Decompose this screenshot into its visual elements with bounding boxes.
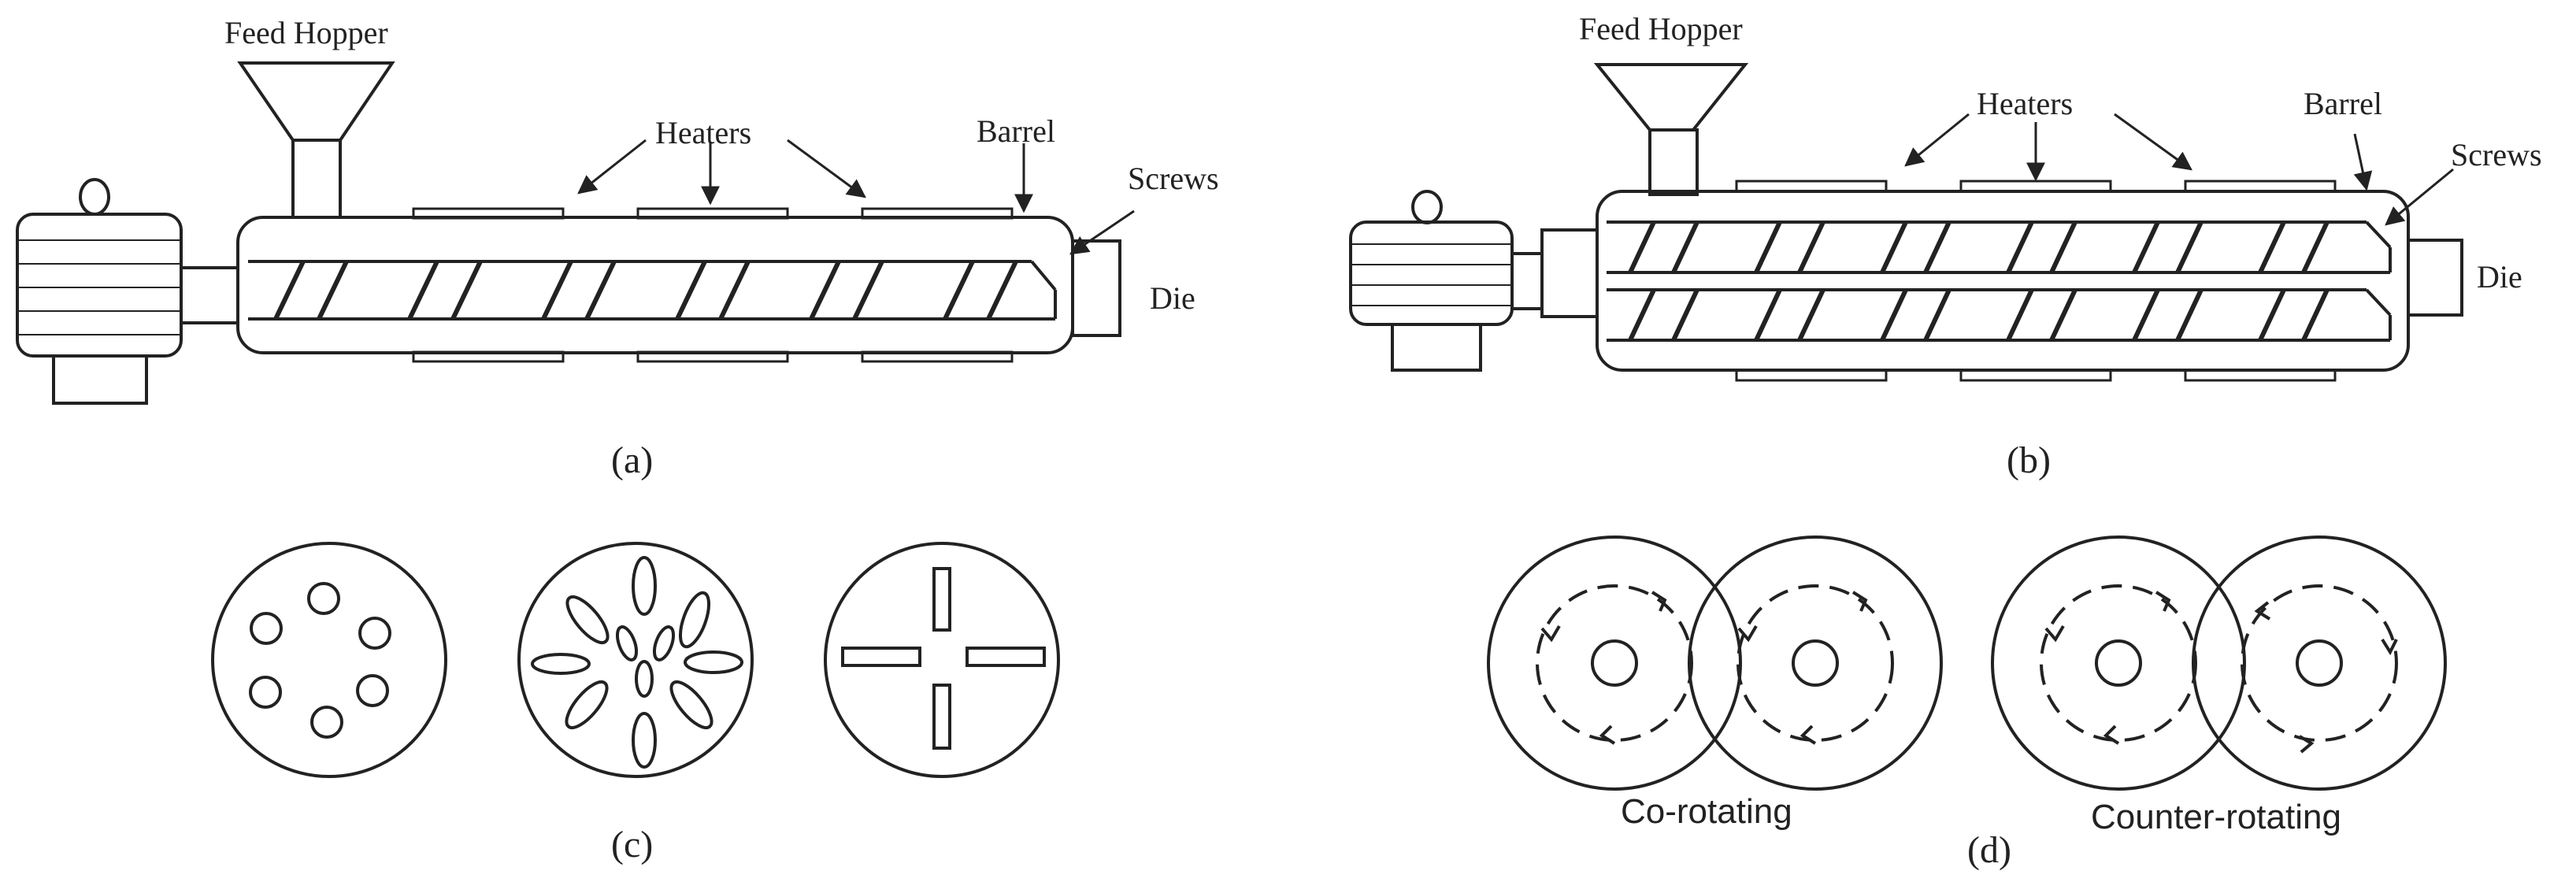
caption-b: (b) [2007, 439, 2051, 481]
label-feed-hopper: Feed Hopper [224, 15, 388, 50]
label-barrel: Barrel [2304, 86, 2382, 121]
label-screws: Screws [1128, 161, 1219, 196]
die-cross-slots [824, 542, 1060, 778]
label-co-rotating: Co-rotating [1621, 792, 1792, 831]
screw-lower [1607, 288, 2392, 342]
panel-b-labels: Feed Hopper Heaters Barrel Screws Die (b… [1579, 11, 2542, 481]
heaters [1735, 180, 2337, 382]
heaters [412, 207, 1014, 363]
label-feed-hopper: Feed Hopper [1579, 11, 1743, 46]
panel-d-rotation-modes [1487, 536, 2447, 791]
panel-c-die-cross-sections [211, 542, 1060, 778]
co-rotating-diagram [1487, 536, 1943, 791]
caption-d: (d) [1967, 829, 2011, 871]
caption-a: (a) [611, 439, 653, 481]
label-arrows [1904, 113, 2454, 226]
die [2407, 239, 2463, 317]
label-barrel: Barrel [977, 113, 1055, 149]
feed-hopper-icon [237, 61, 395, 219]
label-heaters: Heaters [1977, 86, 2073, 121]
screw [248, 260, 1057, 321]
panel-a-single-screw-extruder [16, 61, 1135, 405]
panel-b-twin-screw-extruder [1349, 63, 2463, 382]
caption-c: (c) [611, 824, 653, 865]
feed-hopper-icon [1593, 63, 1749, 196]
panel-d-labels: Co-rotating Counter-rotating (d) [1621, 792, 2341, 871]
counter-rotating-diagram [1991, 536, 2447, 791]
die-slotted-holes [517, 542, 754, 778]
motor-icon [1349, 190, 1599, 372]
label-counter-rotating: Counter-rotating [2091, 798, 2341, 836]
barrel [1596, 190, 2410, 372]
label-die: Die [2477, 259, 2522, 295]
barrel [236, 216, 1074, 354]
label-arrows [577, 139, 1135, 255]
label-screws: Screws [2451, 137, 2542, 172]
motor-icon [16, 178, 239, 405]
die [1071, 239, 1121, 337]
label-heaters: Heaters [655, 115, 751, 150]
label-die: Die [1150, 280, 1195, 316]
die-round-holes [211, 542, 447, 778]
screw-upper [1607, 220, 2392, 274]
panel-a-labels: Feed Hopper Heaters Barrel Screws Die (a… [224, 15, 1219, 481]
